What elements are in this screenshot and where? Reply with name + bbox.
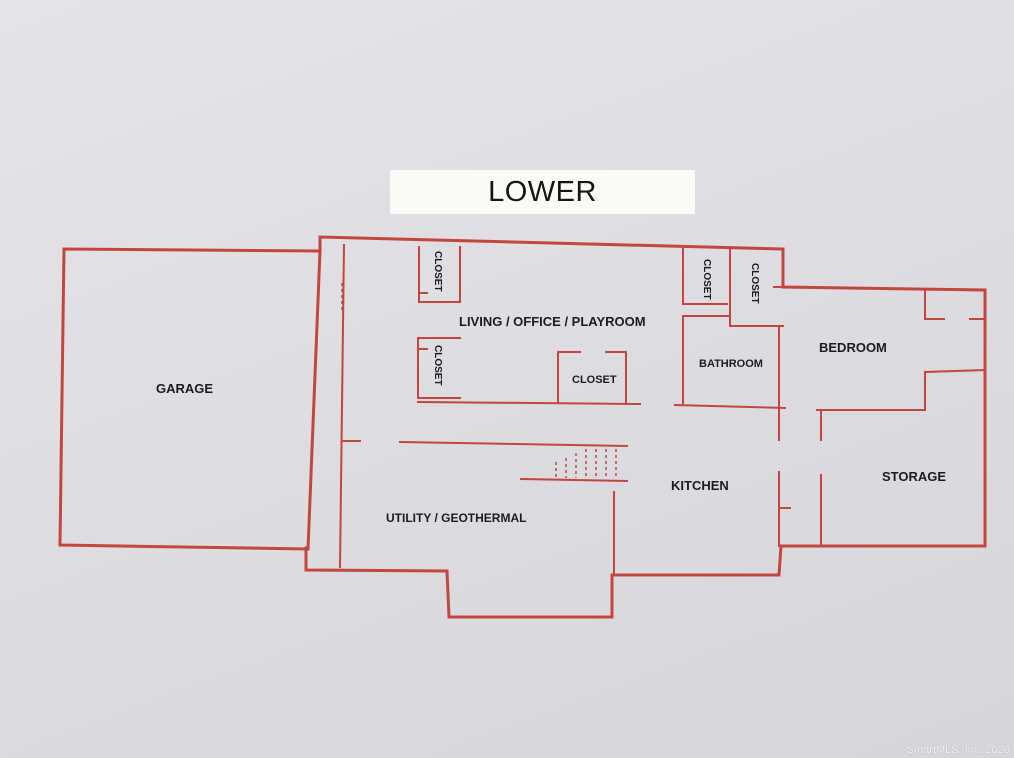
label-closet-mid-left: CLOSET [432,345,443,386]
label-closet-top-right-b: CLOSET [749,263,760,304]
label-utility-geothermal: UTILITY / GEOTHERMAL [386,511,526,525]
exterior-walls [58,235,987,619]
label-kitchen: KITCHEN [671,478,729,493]
label-storage: STORAGE [882,469,946,484]
label-living-office-playroom: LIVING / OFFICE / PLAYROOM [459,314,646,329]
label-bedroom: BEDROOM [819,340,887,355]
garage-wall [58,247,322,551]
label-closet-top-right-a: CLOSET [701,259,712,300]
label-closet-top-left: CLOSET [432,251,443,292]
copyright-watermark: ©SmartMLS, Inc. 2020 [898,744,1010,756]
label-garage: GARAGE [156,381,213,396]
outer-wall [304,235,987,619]
label-bathroom: BATHROOM [699,358,763,370]
interior-walls [338,243,987,576]
label-closet-center: CLOSET [572,374,617,386]
stair-treads [341,283,617,478]
garage-divider-wall [306,249,322,551]
floor-title: LOWER [390,170,695,214]
